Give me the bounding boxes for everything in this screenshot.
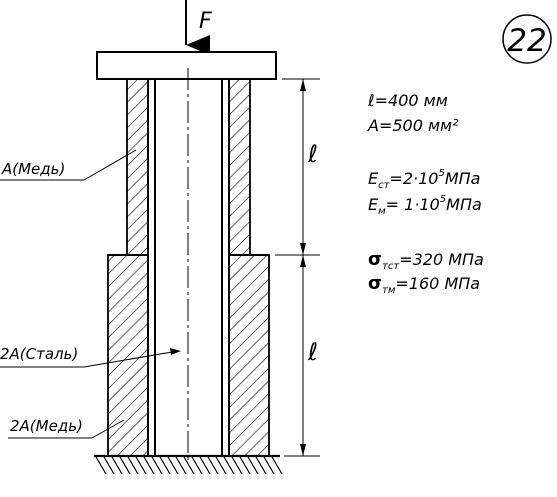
e-steel-symbol: E bbox=[368, 169, 379, 188]
given-sigma-steel: σтст=320 МПа bbox=[368, 249, 484, 272]
ground-hatch-stroke bbox=[151, 456, 163, 475]
load-label: F bbox=[199, 9, 212, 34]
sigma-steel-symbol: σ bbox=[368, 249, 382, 270]
dim-arrow-bottom bbox=[300, 444, 306, 456]
label-upper-copper: A(Медь) bbox=[1, 160, 65, 178]
load-arrow: F bbox=[185, 0, 212, 55]
ground-hatch-stroke bbox=[119, 456, 131, 475]
ground-hatching bbox=[95, 456, 283, 475]
lower-copper-right-wall bbox=[228, 254, 270, 457]
e-copper-unit: МПа bbox=[446, 195, 482, 214]
ground-hatch-stroke bbox=[207, 456, 219, 475]
e-steel-exp: 5 bbox=[438, 168, 444, 179]
upper-copper-right-wall bbox=[228, 78, 251, 256]
leader-upper-copper bbox=[83, 149, 137, 181]
sigma-steel-value: =320 МПа bbox=[399, 250, 484, 269]
ground-hatch-stroke bbox=[175, 456, 187, 475]
ground-hatch-stroke bbox=[255, 456, 267, 475]
ground-hatch-stroke bbox=[271, 456, 283, 475]
sigma-copper-value: =160 МПа bbox=[395, 274, 480, 293]
e-steel-sub: ст bbox=[378, 180, 390, 191]
e-copper-symbol: E bbox=[368, 195, 379, 214]
e-steel-value: =2·10 bbox=[389, 169, 438, 188]
leader-steel-core bbox=[83, 350, 179, 368]
ground-hatch-stroke bbox=[191, 456, 203, 475]
given-e-steel: Eст=2·105МПа bbox=[368, 168, 480, 191]
ground-hatch-stroke bbox=[263, 456, 275, 475]
ground-hatch-stroke bbox=[239, 456, 251, 475]
dimension-lines: ℓ ℓ bbox=[275, 78, 320, 457]
problem-number-badge: 22 bbox=[502, 14, 552, 64]
rigid-top-plate bbox=[96, 51, 277, 80]
dim-label-lower: ℓ bbox=[307, 338, 318, 366]
e-copper-value: = 1·10 bbox=[386, 195, 440, 214]
ground-hatch-stroke bbox=[159, 456, 171, 475]
label-lower-copper: 2A(Медь) bbox=[10, 417, 83, 435]
ground-hatch-stroke bbox=[223, 456, 235, 475]
sigma-steel-sub: тст bbox=[382, 261, 400, 272]
dim-arrow-top bbox=[300, 79, 306, 91]
leader-steel-arrow bbox=[170, 348, 181, 355]
ground-hatch-stroke bbox=[247, 456, 259, 475]
sigma-copper-symbol: σ bbox=[368, 273, 382, 294]
ground-hatch-stroke bbox=[231, 456, 243, 475]
ground-hatch-stroke bbox=[111, 456, 123, 475]
ground-support bbox=[94, 454, 283, 475]
problem-number-circle bbox=[502, 14, 552, 64]
lower-copper-left-wall bbox=[107, 254, 149, 457]
ground-hatch-stroke bbox=[95, 456, 107, 475]
ground-hatch-stroke bbox=[167, 456, 179, 475]
ground-hatch-stroke bbox=[183, 456, 195, 475]
given-data: ℓ=400 мм A=500 мм² Eст=2·105МПа Eм= 1·10… bbox=[367, 91, 484, 296]
label-steel-core: 2A(Сталь) bbox=[0, 345, 78, 363]
given-length: ℓ=400 мм bbox=[367, 91, 448, 110]
problem-number: 22 bbox=[507, 23, 546, 59]
dim-label-upper: ℓ bbox=[307, 140, 318, 168]
dim-arrow-mid-up bbox=[300, 243, 306, 255]
part-labels: A(Медь) 2A(Сталь) 2A(Медь) bbox=[0, 149, 181, 439]
ground-hatch-stroke bbox=[135, 456, 147, 475]
upper-copper-left-wall bbox=[126, 78, 149, 256]
given-sigma-copper: σтм=160 МПа bbox=[368, 273, 480, 296]
ground-hatch-stroke bbox=[215, 456, 227, 475]
sigma-copper-sub: тм bbox=[382, 285, 396, 296]
ground-hatch-stroke bbox=[143, 456, 155, 475]
ground-hatch-stroke bbox=[199, 456, 211, 475]
ground-hatch-stroke bbox=[103, 456, 115, 475]
given-e-copper: Eм= 1·105МПа bbox=[368, 194, 482, 217]
e-copper-exp: 5 bbox=[440, 194, 446, 205]
steel-tube bbox=[147, 79, 230, 456]
dim-arrow-mid-down bbox=[300, 255, 306, 267]
ground-hatch-stroke bbox=[127, 456, 139, 475]
leader-lower-copper bbox=[91, 419, 125, 439]
e-steel-unit: МПа bbox=[445, 169, 481, 188]
e-copper-sub: м bbox=[378, 206, 386, 217]
given-area: A=500 мм² bbox=[367, 116, 459, 135]
